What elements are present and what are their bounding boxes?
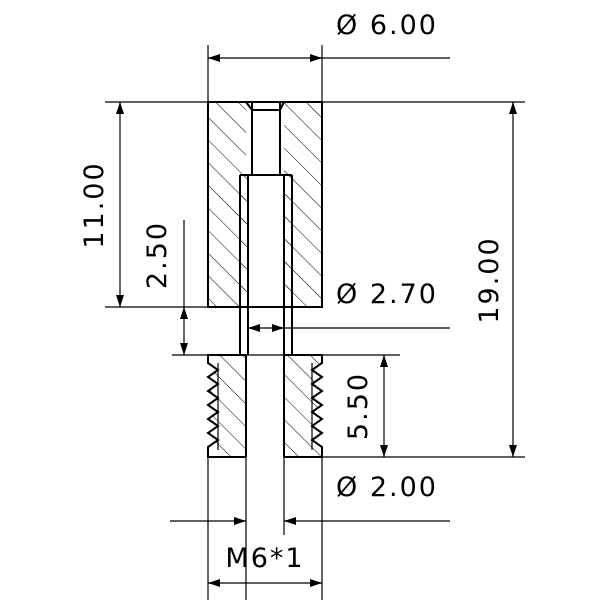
label-tip-diameter: Ø 2.00 (336, 472, 438, 503)
upper-body (207, 101, 323, 308)
dim-thread-spec: M6*1 (207, 457, 323, 600)
neck-tube (239, 307, 293, 355)
dim-top-diameter: Ø 6.00 (207, 10, 450, 102)
dim-neck-height: 2.50 (142, 220, 400, 356)
label-upper-height: 11.00 (79, 161, 110, 248)
dim-upper-height: 11.00 (79, 101, 240, 308)
label-top-diameter: Ø 6.00 (336, 10, 438, 41)
dim-overall-height: 19.00 (322, 101, 525, 458)
dim-bore-diameter: Ø 2.70 (248, 279, 450, 332)
label-neck-height: 2.50 (142, 221, 173, 289)
threaded-section (206, 354, 324, 458)
label-overall-height: 19.00 (474, 236, 505, 323)
label-thread-spec: M6*1 (225, 543, 304, 574)
dim-thread-length: 5.50 (343, 355, 388, 457)
label-bore-diameter: Ø 2.70 (336, 279, 438, 310)
label-thread-length: 5.50 (343, 372, 374, 440)
dim-tip-diameter: Ø 2.00 (170, 457, 450, 600)
